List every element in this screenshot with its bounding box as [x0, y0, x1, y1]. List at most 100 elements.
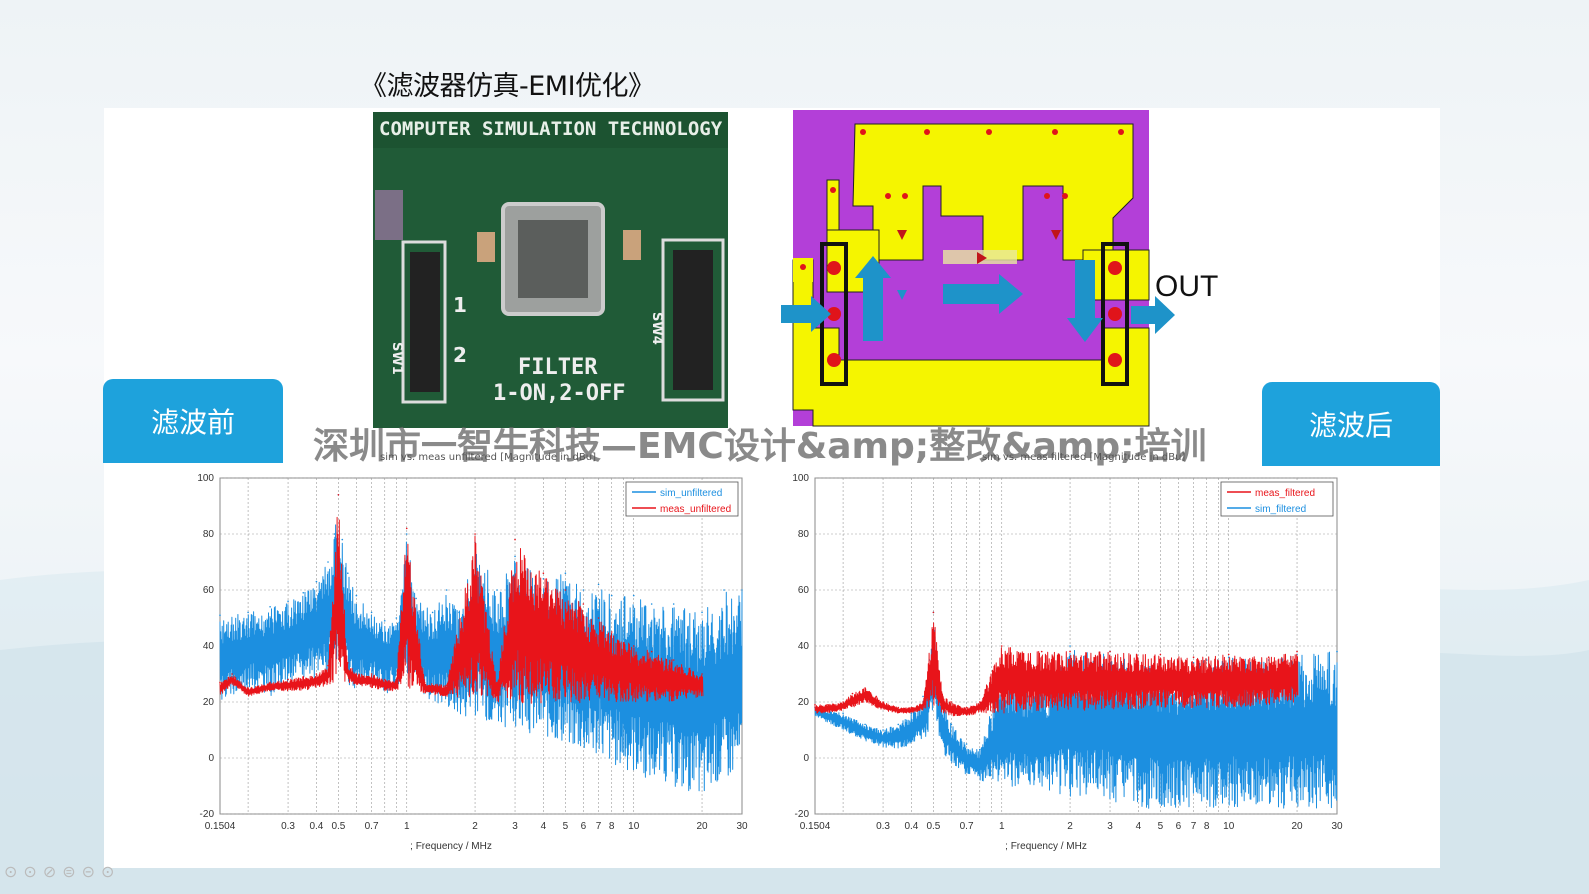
data-point-sim_unfiltered [355, 594, 358, 597]
data-point-meas_filtered [950, 701, 953, 703]
sw4-label: SW4 [649, 312, 664, 345]
data-point-meas_unfiltered [405, 527, 408, 530]
data-point-meas_unfiltered [564, 589, 567, 591]
slide-title: 《滤波器仿真-EMI优化》 [360, 71, 655, 102]
data-point-meas_unfiltered [327, 664, 329, 667]
data-point-sim_filtered [1336, 650, 1338, 653]
data-point-meas_unfiltered [337, 494, 340, 496]
legend-label: sim_filtered [1255, 504, 1306, 515]
out-label: OUT [1155, 270, 1218, 303]
data-point-sim_unfiltered [333, 533, 336, 535]
x-tick-label: 4 [541, 821, 547, 832]
data-point-sim_unfiltered [269, 606, 271, 608]
y-tick-label: 0 [208, 753, 214, 764]
data-point-meas_unfiltered [395, 678, 398, 681]
data-point-meas_unfiltered [701, 673, 703, 675]
signal-arrows [781, 256, 1175, 342]
series-line-meas_unfiltered [219, 516, 704, 704]
data-point-meas_filtered [965, 706, 968, 709]
x-tick-label: 3 [1107, 821, 1113, 832]
data-point-sim_filtered [910, 712, 913, 714]
data-point-sim_unfiltered [287, 600, 289, 602]
data-point-meas_unfiltered [355, 673, 358, 675]
x-tick-label: 1 [999, 821, 1005, 832]
data-point-sim_unfiltered [514, 555, 516, 558]
data-point-meas_filtered [851, 692, 854, 695]
data-point-meas_unfiltered [269, 681, 271, 684]
data-point-meas_unfiltered [370, 673, 373, 675]
data-point-sim_filtered [965, 743, 968, 745]
data-point-meas_filtered [910, 706, 913, 709]
legend-box [1220, 481, 1334, 517]
x-tick-label: 0.4 [904, 821, 918, 832]
data-point-sim_unfiltered [723, 589, 725, 591]
data-point-sim_unfiltered [542, 578, 545, 580]
x-tick-label: 0.7 [365, 821, 379, 832]
data-point-sim_filtered [864, 723, 866, 726]
x-tick-label: 10 [628, 821, 640, 832]
x-tick-label: 8 [609, 821, 615, 832]
data-point-meas_unfiltered [315, 673, 318, 675]
data-point-meas_unfiltered [597, 617, 600, 619]
legend-label: meas_unfiltered [660, 504, 731, 515]
data-point-meas_unfiltered [247, 687, 249, 689]
x-tick-label: 2 [472, 821, 478, 832]
x-tick-label: 0.5 [331, 821, 345, 832]
data-point-sim_unfiltered [496, 589, 498, 591]
data-point-sim_filtered [842, 712, 844, 714]
data-point-sim_unfiltered [219, 614, 221, 616]
data-point-sim_unfiltered [415, 597, 417, 600]
data-point-sim_unfiltered [672, 603, 675, 605]
data-point-meas_unfiltered [287, 678, 289, 681]
tab-after-filter[interactable]: 滤波后 [1262, 382, 1440, 466]
pcb-photo-drawing: COMPUTER SIMULATION TECHNOLOGY SW1 1 2 S… [373, 112, 728, 428]
x-tick-label: 5 [563, 821, 569, 832]
data-point-meas_filtered [826, 704, 828, 706]
x-tick-label: 0.5 [926, 821, 940, 832]
data-point-meas_filtered [1192, 656, 1195, 658]
legend: meas_filtered sim_filtered [1220, 481, 1334, 517]
series-line-meas_filtered [814, 622, 1299, 717]
x-tick-label: 0.7 [960, 821, 974, 832]
data-point-meas_filtered [842, 701, 844, 703]
x-tick-label: 0.3 [876, 821, 890, 832]
legend-box [625, 481, 739, 517]
x-tick-label: 0.1504 [800, 821, 831, 832]
data-point-sim_filtered [897, 723, 900, 726]
x-tick-label: 6 [581, 821, 587, 832]
data-point-meas_filtered [932, 611, 935, 614]
data-point-sim_unfiltered [701, 611, 703, 614]
pcb-layout: OUT [781, 110, 1218, 427]
data-point-meas_filtered [1159, 653, 1162, 656]
data-point-sim_unfiltered [632, 594, 635, 597]
x-tick-label: 2 [1067, 821, 1073, 832]
data-point-meas_filtered [882, 701, 884, 703]
data-point-meas_unfiltered [542, 572, 545, 574]
sw1-label: SW1 [389, 342, 404, 375]
legend-label: meas_filtered [1255, 488, 1315, 499]
x-tick-label: 20 [696, 821, 708, 832]
y-tick-label: 40 [798, 641, 810, 652]
x-tick-label: 8 [1204, 821, 1210, 832]
pin2-label: 2 [453, 343, 467, 367]
data-point-meas_filtered [1296, 650, 1298, 653]
data-point-meas_filtered [942, 695, 944, 698]
data-point-meas_filtered [1227, 653, 1230, 656]
x-tick-label: 0.1504 [205, 821, 236, 832]
y-tick-label: 40 [203, 641, 215, 652]
data-point-meas_unfiltered [632, 645, 635, 647]
filter-label: FILTER [518, 355, 598, 380]
x-tick-label: 0.4 [309, 821, 323, 832]
x-axis-label: ; Frequency / MHz [410, 841, 492, 852]
pin1-label: 1 [453, 293, 467, 317]
header-sw1 [410, 252, 440, 392]
chart2-title: sim vs. meas filtered [Magnitude in dBu] [982, 452, 1186, 463]
y-tick-label: 80 [203, 529, 215, 540]
data-point-meas_unfiltered [650, 650, 653, 653]
tab-before-filter[interactable]: 滤波前 [103, 379, 283, 463]
data-point-sim_unfiltered [458, 611, 460, 614]
footer-toolbar-icons[interactable]: ⊙⊙⊘⊜⊝⊙ [4, 862, 121, 881]
